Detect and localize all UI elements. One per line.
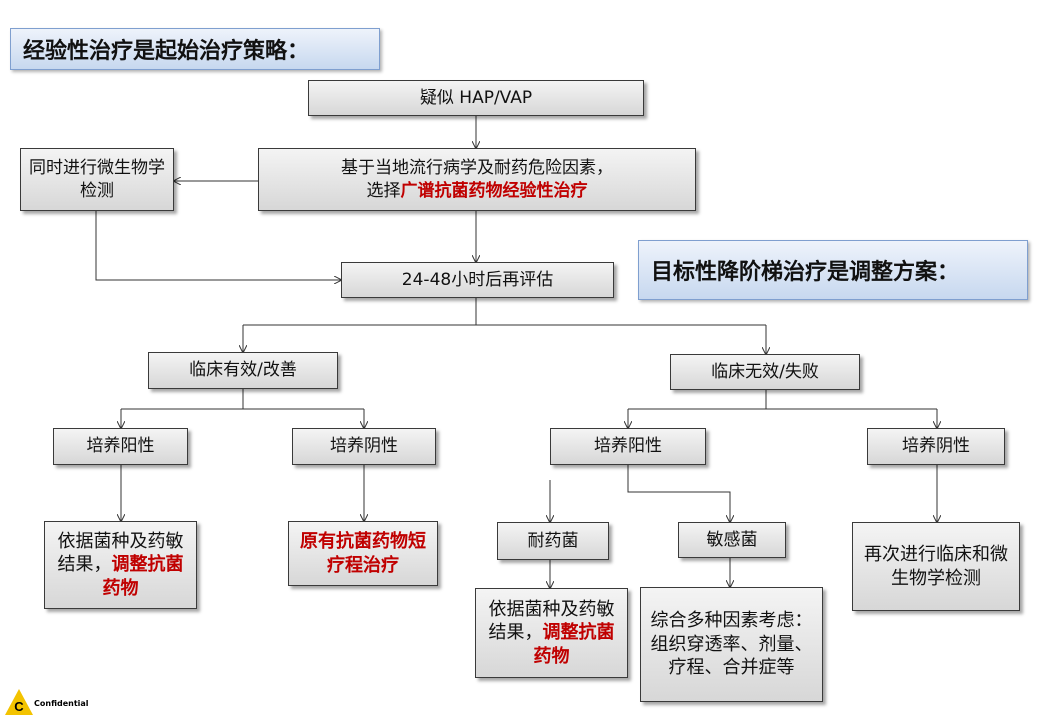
- basis-line-1: 基于当地流行病学及耐药危险因素，: [341, 158, 613, 179]
- basis-line-2: 选择广谱抗菌药物经验性治疗: [366, 180, 588, 201]
- node-empirical-basis: 基于当地流行病学及耐药危险因素， 选择广谱抗菌药物经验性治疗: [258, 148, 696, 211]
- targeted-strategy-title-text: 目标性降阶梯治疗是调整方案：: [651, 260, 960, 285]
- confidential-label: Confidential: [34, 699, 89, 708]
- node-culture-negative-left: 培养阴性: [292, 428, 436, 465]
- company-logo: C: [5, 689, 33, 715]
- node-clinical-bad: 临床无效/失败: [670, 354, 860, 390]
- node-culture-positive-left: 培养阳性: [53, 428, 188, 465]
- node-resistant: 耐药菌: [497, 522, 609, 560]
- node-micro-test: 同时进行微生物学检测: [20, 148, 174, 211]
- targeted-strategy-title: 目标性降阶梯治疗是调整方案：: [638, 240, 1028, 300]
- node-short-course: 原有抗菌药物短疗程治疗: [288, 521, 438, 586]
- node-reassess: 24-48小时后再评估: [341, 262, 614, 298]
- node-suspect-hap-vap: 疑似 HAP/VAP: [308, 80, 644, 116]
- node-culture-positive-right: 培养阳性: [550, 428, 706, 465]
- empirical-strategy-title-text: 经验性治疗是起始治疗策略：: [23, 39, 310, 64]
- logo-letter: C: [14, 699, 24, 714]
- node-adjust-antibiotics-right: 依据菌种及药敏结果，调整抗菌药物: [475, 588, 628, 678]
- node-culture-negative-right: 培养阴性: [867, 428, 1005, 465]
- node-sensitive: 敏感菌: [678, 522, 786, 558]
- node-clinical-good: 临床有效/改善: [148, 352, 338, 389]
- node-adjust-antibiotics-left: 依据菌种及药敏结果，调整抗菌药物: [44, 521, 197, 609]
- node-retest: 再次进行临床和微生物学检测: [852, 522, 1020, 611]
- empirical-strategy-title: 经验性治疗是起始治疗策略：: [10, 28, 380, 70]
- node-comprehensive-factors: 综合多种因素考虑：组织穿透率、剂量、疗程、合并症等: [640, 587, 823, 702]
- arrow-micro-reassess: [95, 211, 341, 280]
